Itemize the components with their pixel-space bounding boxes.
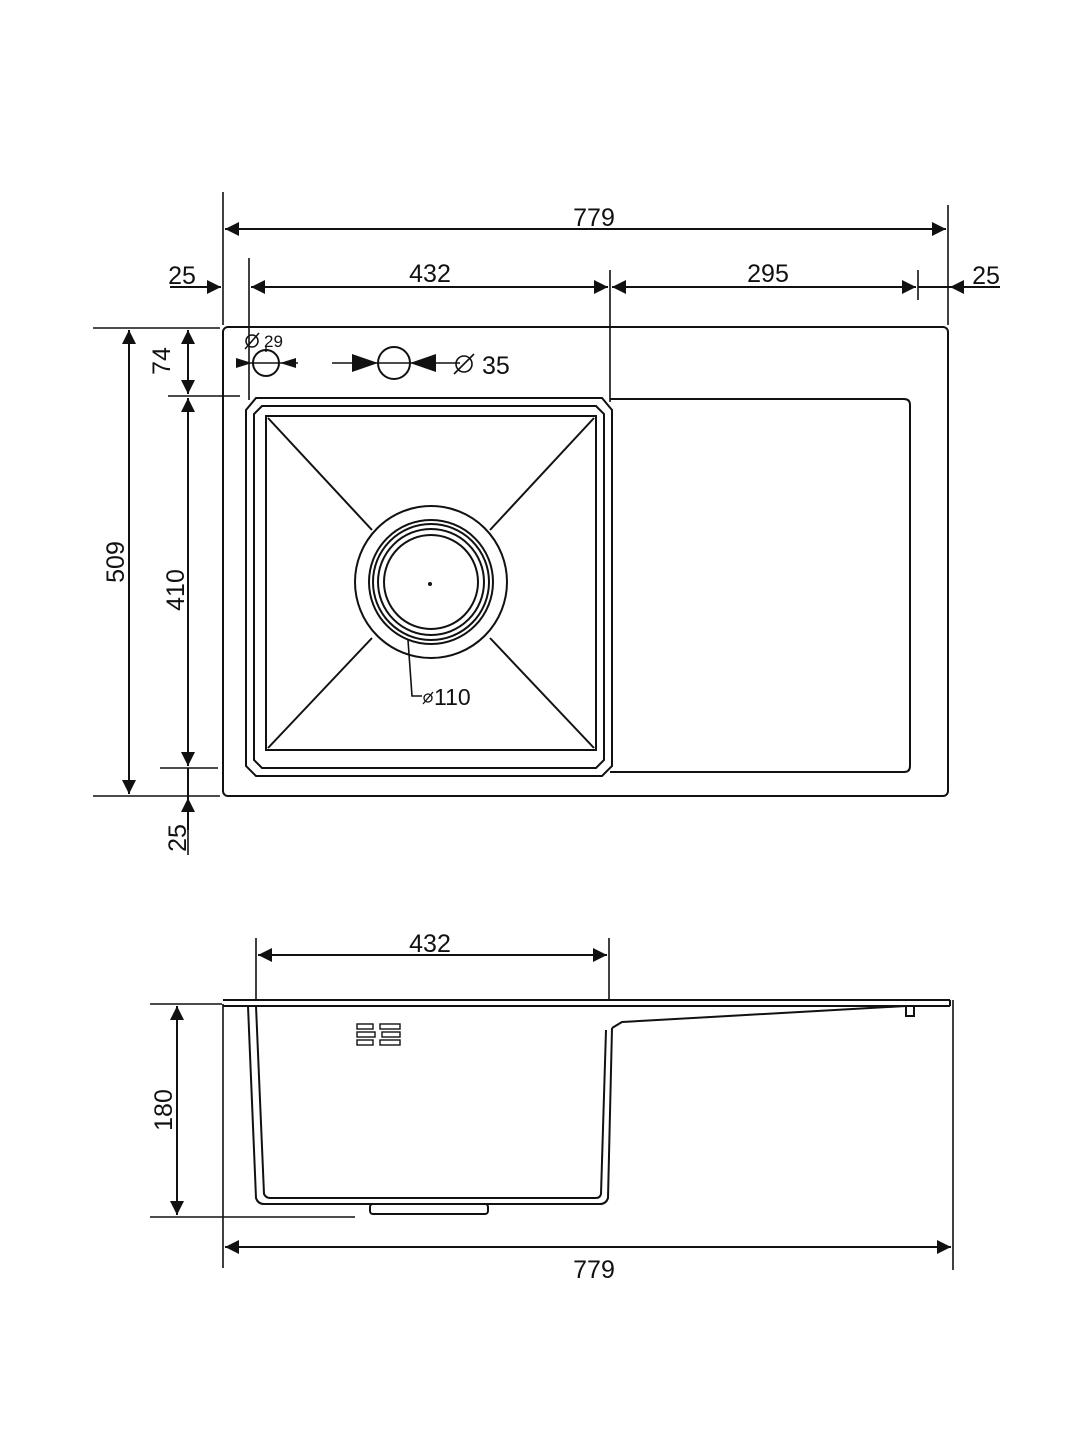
dim-overall-width-label: 779 [573, 204, 615, 232]
tap-hole-small-label: 29 [244, 332, 283, 351]
sink-profile [223, 999, 951, 1215]
tap-hole-large-value: 35 [482, 352, 510, 380]
overflow-slots [356, 1023, 401, 1046]
dim-back-margin-label: 74 [148, 347, 176, 375]
side-view [150, 938, 954, 1270]
dim-margin-right-label: 25 [972, 262, 1000, 290]
drain-leader-line [407, 639, 422, 697]
tap-hole-large-label: 35 [453, 352, 510, 380]
dim-margin-left-label: 25 [168, 262, 196, 290]
drain-diameter-value: 110 [434, 684, 471, 710]
sink-outer-outline [222, 326, 949, 797]
side-dim-depth-label: 180 [150, 1089, 178, 1131]
tap-hole-large [332, 346, 460, 380]
drainer-area [610, 398, 911, 773]
drain-diameter-label: 110 [422, 684, 471, 710]
dim-front-margin-label: 25 [164, 824, 192, 852]
tap-hole-small [236, 347, 298, 377]
dim-bowl-depth-label: 410 [162, 569, 190, 611]
side-dim-bowl-width-label: 432 [409, 930, 451, 958]
bowl [245, 397, 613, 777]
top-view [93, 192, 1000, 855]
tap-hole-small-value: 29 [264, 332, 283, 351]
dim-overall-depth-label: 509 [102, 541, 130, 583]
side-extension-lines [150, 938, 954, 1270]
drain [354, 505, 508, 659]
dim-bowl-width-label: 432 [409, 260, 451, 288]
top-extension-lines [93, 192, 949, 855]
dim-drainer-width-label: 295 [747, 260, 789, 288]
side-dim-overall-width-label: 779 [573, 1256, 615, 1284]
